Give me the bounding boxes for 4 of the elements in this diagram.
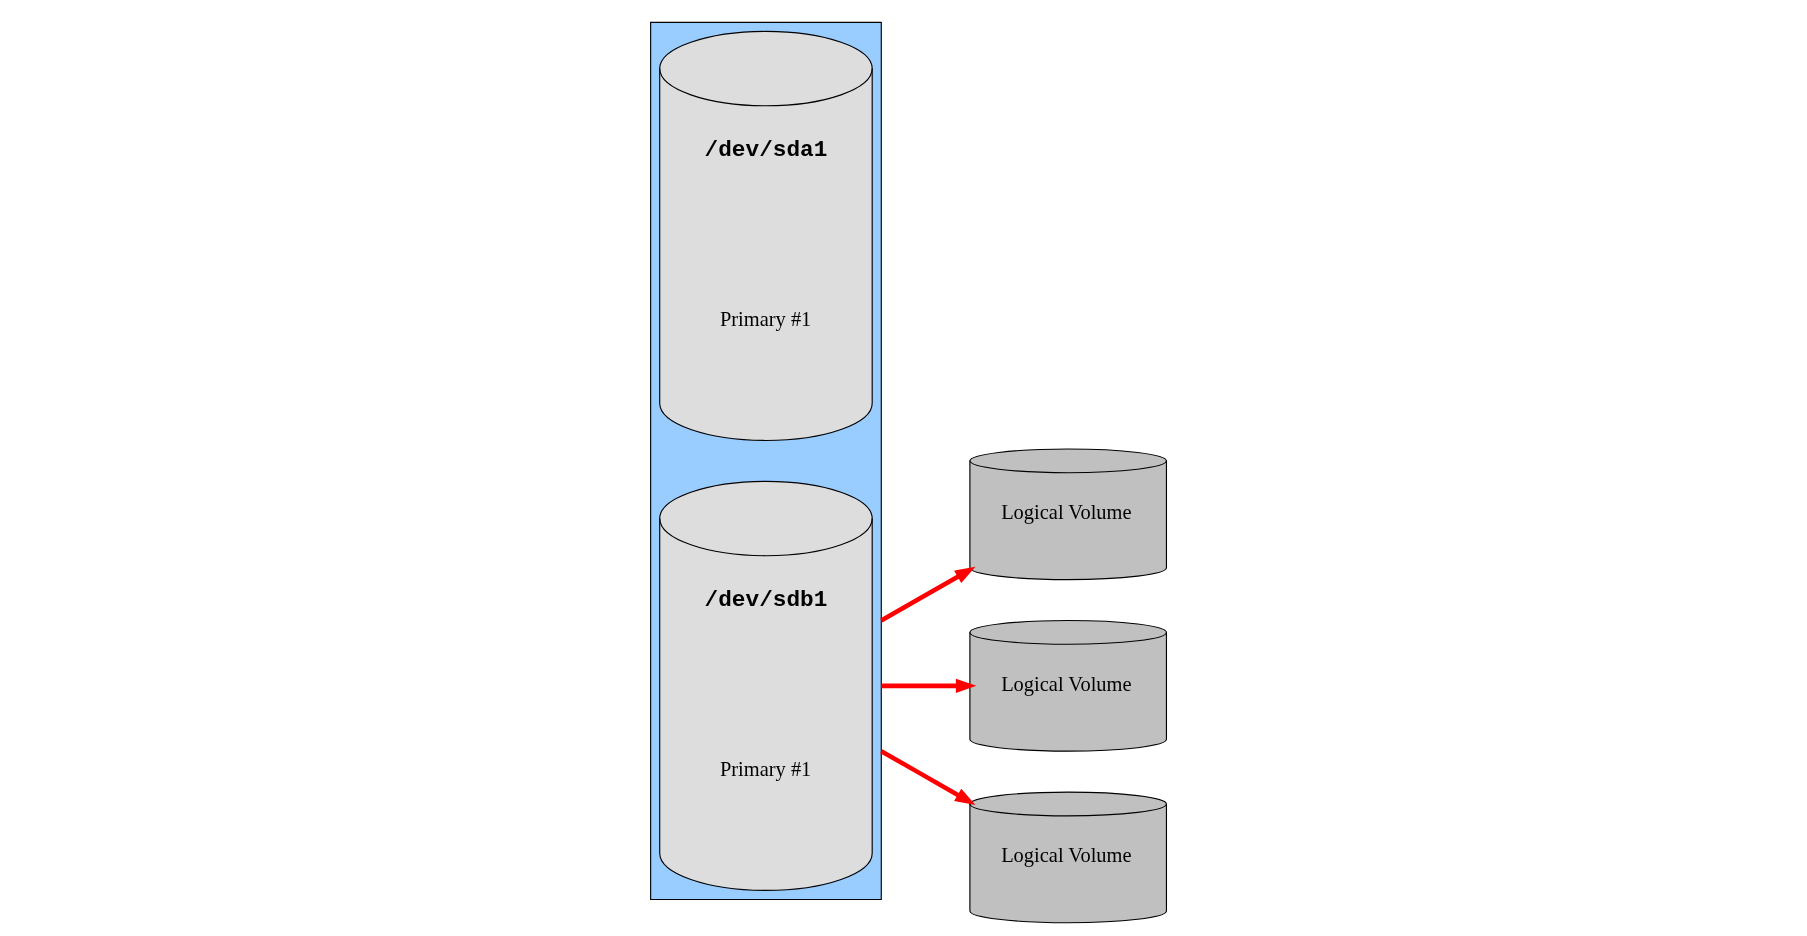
arrow bbox=[880, 678, 976, 694]
arrow bbox=[879, 566, 975, 623]
arrow bbox=[879, 749, 975, 806]
cluster bbox=[649, 21, 882, 901]
